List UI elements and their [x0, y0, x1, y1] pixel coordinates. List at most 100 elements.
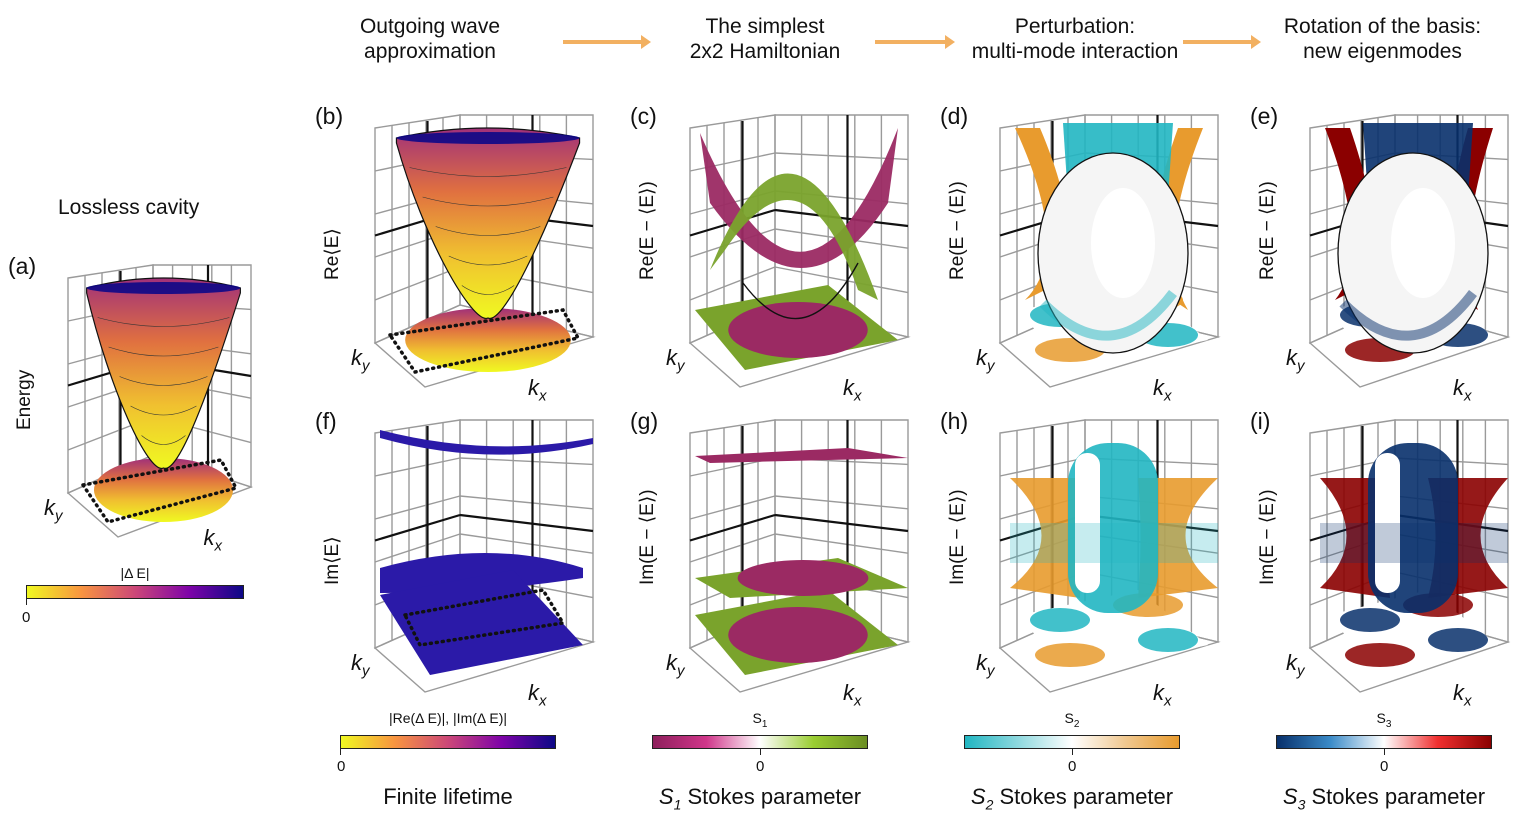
colorbar-subscript: 3	[1385, 718, 1392, 730]
colorbar-zero-label: 0	[337, 758, 346, 775]
colorbar-title: |Δ E|	[120, 565, 150, 581]
kx-axis-label: kx	[843, 375, 862, 404]
colorbar-s2: S2 0	[964, 710, 1180, 775]
stage-title-line: multi-mode interaction	[971, 40, 1179, 63]
plot-3d-c	[688, 114, 911, 388]
plot-3d-e	[1308, 114, 1511, 388]
colorbar-zero-label: 0	[1380, 758, 1389, 775]
floor-projection	[93, 458, 234, 522]
stage-title-perturbation: Perturbation: multi-mode interaction	[930, 14, 1220, 64]
dotted-boundary	[80, 458, 239, 525]
colorbar-tick	[26, 599, 27, 605]
y-axis-label: Re(E − ⟨E⟩)	[637, 181, 658, 280]
panel-label: (e)	[1250, 103, 1279, 129]
ky-subscript: y	[1297, 357, 1305, 375]
kx-axis-label: kx	[1153, 375, 1172, 404]
caption-symbol: S	[658, 784, 674, 809]
panel-label: (f)	[315, 408, 337, 434]
ky-subscript: y	[987, 662, 995, 680]
ky-symbol: k	[976, 345, 987, 370]
colorbar-gradient	[26, 585, 244, 599]
colorbar-symbol: S	[752, 710, 762, 726]
lossless-cavity-title: Lossless cavity	[58, 196, 200, 219]
panel-label: (c)	[630, 103, 657, 129]
ky-axis-label: ky	[1286, 650, 1305, 679]
stage-title-line: approximation	[364, 40, 496, 63]
ky-symbol: k	[666, 345, 677, 370]
ky-axis-label: ky	[44, 495, 63, 524]
caption-s3-stokes: S3 Stokes parameter	[1264, 784, 1504, 812]
caption-text: Stokes parameter	[993, 784, 1174, 809]
ky-symbol: k	[44, 495, 55, 520]
stage-title-line: Outgoing wave	[359, 15, 501, 38]
surface-pertIm	[1010, 443, 1218, 675]
ky-symbol: k	[1286, 345, 1297, 370]
ky-axis-label: ky	[976, 650, 995, 679]
ky-axis-label: ky	[351, 345, 370, 374]
kx-axis-label: kx	[1453, 680, 1472, 709]
surface-hamilIm	[695, 448, 908, 675]
colorbar-subscript: 2	[1073, 718, 1080, 730]
kx-symbol: k	[1153, 680, 1164, 705]
kx-axis-label: kx	[843, 680, 862, 709]
kx-subscript: x	[1464, 387, 1472, 405]
colorbar-gradient	[340, 735, 556, 749]
ky-subscript: y	[987, 357, 995, 375]
colorbar-s1: S1 0	[652, 710, 868, 775]
plot-3d-f	[373, 419, 596, 693]
stage-title-line: The simplest	[705, 15, 825, 38]
kx-subscript: x	[1164, 692, 1172, 710]
stage-title-outgoing-wave: Outgoing wave approximation	[310, 14, 550, 64]
kx-axis-label: kx	[528, 375, 547, 404]
colorbar-title: S2	[964, 710, 1180, 730]
caption-symbol: S	[1282, 784, 1298, 809]
colorbar-subscript: 1	[761, 718, 768, 730]
kx-axis-label: kx	[1453, 375, 1472, 404]
kx-symbol: k	[1453, 375, 1464, 400]
kx-symbol: k	[528, 680, 539, 705]
stage-title-hamiltonian: The simplest 2x2 Hamiltonian	[625, 14, 905, 64]
kx-symbol: k	[843, 375, 854, 400]
paraboloid-surface	[395, 127, 581, 319]
caption-finite-lifetime: Finite lifetime	[383, 784, 513, 809]
ky-subscript: y	[362, 662, 370, 680]
plot-3d-d	[998, 114, 1221, 388]
ky-axis-label: ky	[666, 650, 685, 679]
caption-symbol: S	[970, 784, 986, 809]
kx-subscript: x	[214, 537, 223, 555]
surface-pertIm	[1320, 443, 1508, 675]
y-axis-label: Im⟨E⟩	[322, 536, 343, 585]
kx-subscript: x	[539, 387, 547, 405]
arrow-icon	[1183, 35, 1261, 49]
colorbar-zero-label: 0	[1068, 758, 1077, 775]
surface-paraboloid	[386, 127, 581, 374]
plot-3d-h	[998, 419, 1221, 693]
panel-label: (a)	[8, 253, 37, 279]
kx-subscript: x	[1464, 692, 1472, 710]
ky-symbol: k	[351, 650, 362, 675]
stage-title-line: new eigenmodes	[1303, 40, 1462, 63]
panel-label: (i)	[1250, 408, 1271, 434]
colorbar-title: S3	[1276, 710, 1492, 730]
paraboloid-surface	[86, 277, 241, 469]
y-axis-label: Re(E − ⟨E⟩)	[1257, 181, 1278, 280]
panel-label: (h)	[940, 408, 969, 434]
plot-3d-b	[373, 114, 596, 388]
colorbar-tick	[760, 749, 761, 755]
panel-label: (b)	[315, 103, 344, 129]
dotted-boundary	[386, 308, 581, 374]
y-axis-label: Im(E − ⟨E⟩)	[637, 489, 658, 585]
kx-symbol: k	[843, 680, 854, 705]
kx-symbol: k	[528, 375, 539, 400]
ky-axis-label: ky	[1286, 345, 1305, 374]
colorbar-gradient	[652, 735, 868, 749]
colorbar-gradient	[964, 735, 1180, 749]
kx-symbol: k	[1453, 680, 1464, 705]
